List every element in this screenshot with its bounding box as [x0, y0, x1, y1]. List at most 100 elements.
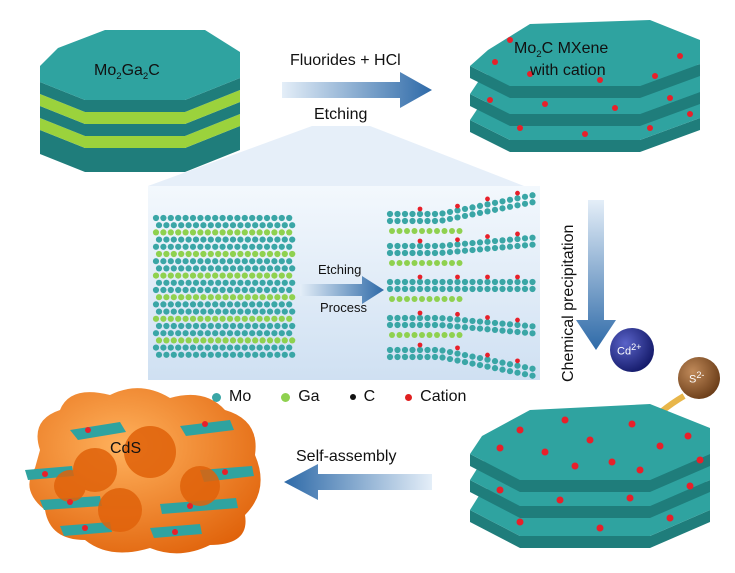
ga-atom [163, 294, 170, 301]
mo-atom [167, 301, 174, 308]
ga-atom [212, 272, 219, 279]
ga-atom [289, 337, 296, 344]
mo-atom [476, 325, 484, 332]
mo-atom [192, 279, 200, 286]
ga-atom [449, 260, 455, 266]
mo-atom [424, 278, 431, 286]
mo-atom [212, 214, 219, 222]
ga-atom [244, 337, 251, 344]
ga-atom [426, 332, 433, 338]
ga-atom [170, 250, 177, 258]
mo-atom [170, 322, 177, 330]
mo-atom [252, 351, 259, 358]
mo-atom [207, 322, 214, 330]
ga-atom [266, 250, 274, 258]
mo-atom [200, 351, 207, 358]
mo-atom [207, 279, 214, 286]
mo-atom [249, 286, 256, 294]
ga-atom [404, 228, 410, 234]
mo-atom [484, 245, 491, 252]
ga-atom [404, 296, 410, 302]
ga-atom [256, 229, 263, 236]
mo-atom [454, 241, 461, 248]
mo-atom [226, 258, 234, 265]
mo-atom [152, 214, 160, 222]
ga-atom [249, 315, 256, 322]
cation-atom [485, 315, 490, 320]
mo-atom [155, 236, 163, 243]
mo-atom [200, 308, 207, 315]
ga-atom [200, 250, 207, 258]
ga-atom [389, 296, 395, 302]
mo-atom [394, 346, 401, 354]
mo-atom [204, 243, 211, 250]
mo-atom [386, 285, 394, 293]
ga-atom [426, 228, 433, 234]
mo-atom [271, 243, 278, 250]
mo-atom [252, 222, 259, 229]
mo-atom [215, 236, 222, 243]
mo-atom [514, 328, 521, 336]
mo-atom [409, 278, 416, 286]
ga-atom [192, 250, 200, 258]
mo-atom [286, 344, 293, 351]
ga-atom [212, 315, 219, 322]
precursor-label: Mo2Ga2C [94, 62, 160, 83]
mo-atom [182, 286, 189, 294]
mo-atom [289, 236, 296, 243]
mo-atom [163, 265, 170, 272]
mo-atom [491, 206, 499, 213]
mo-atom [219, 214, 226, 222]
mo-atom [170, 279, 177, 286]
mo-atom [163, 222, 170, 229]
mo-atom [484, 356, 491, 363]
mo-atom [431, 242, 439, 250]
mo-atom [521, 242, 529, 249]
mo-atom [222, 236, 229, 243]
mo-atom [454, 214, 461, 221]
mo-atom [167, 214, 174, 222]
mo-atom [286, 330, 293, 337]
mo-atom [204, 344, 211, 351]
mo-atom [241, 258, 248, 265]
mo-atom [215, 222, 222, 229]
mo-atom [394, 353, 401, 361]
ga-atom [404, 260, 410, 266]
ga-atom [197, 272, 204, 279]
mo-atom [256, 243, 263, 250]
mo-atom [249, 214, 256, 222]
ga-atom [396, 228, 403, 234]
mo-atom [197, 330, 204, 337]
mo-atom [446, 278, 454, 286]
mo-atom [222, 222, 229, 229]
mo-atom [182, 344, 189, 351]
mo-atom [469, 211, 476, 218]
ga-atom [434, 260, 440, 266]
precursor-stack [40, 30, 240, 172]
mo-atom [416, 346, 424, 354]
mo-atom [241, 286, 248, 294]
mo-atom [204, 286, 211, 294]
mo-atom [234, 344, 241, 351]
ga-atom [249, 272, 256, 279]
mo-atom [155, 279, 163, 286]
mo-atom [439, 285, 446, 293]
ga-atom [167, 229, 174, 236]
mo-atom [182, 258, 189, 265]
mo-atom [192, 236, 200, 243]
ga-atom [207, 294, 214, 301]
mo-atom [521, 235, 529, 242]
mo-atom [241, 243, 248, 250]
mo-atom [167, 286, 174, 294]
mo-atom [409, 217, 416, 225]
zoom-funnel [148, 126, 524, 186]
mo-atom [189, 286, 197, 294]
mo-atom [234, 301, 241, 308]
mo-atom [252, 265, 259, 272]
mo-atom [386, 278, 394, 286]
mo-atom [215, 279, 222, 286]
ga-atom [271, 272, 278, 279]
mo-atom [416, 249, 424, 257]
mo-atom [416, 242, 424, 250]
ga-atom [182, 315, 189, 322]
